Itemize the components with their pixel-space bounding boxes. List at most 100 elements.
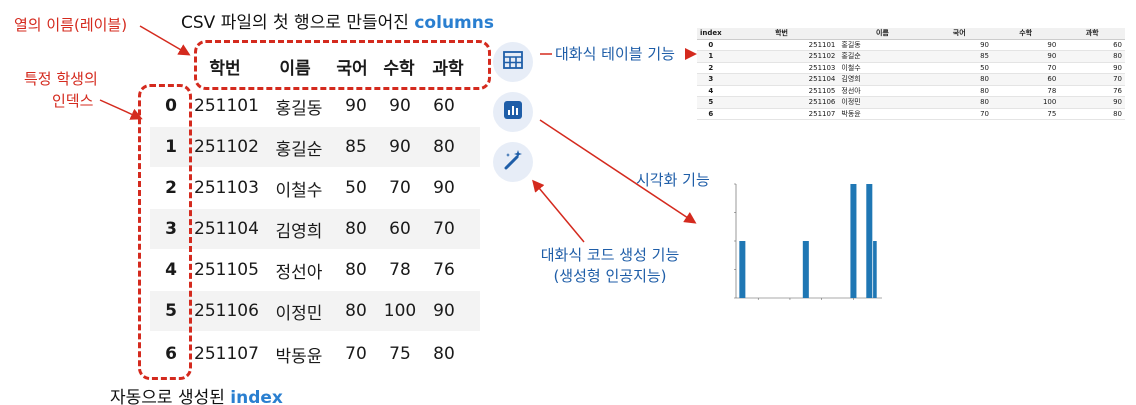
itable-row[interactable]: 1 251102 홍길순 85 90 80: [697, 50, 1125, 63]
itable-cell-id: 251101: [724, 39, 839, 51]
itable-cell-name: 김영희: [838, 73, 927, 86]
itable-header-id[interactable]: 학번: [724, 28, 839, 40]
cell-science: 80: [433, 344, 455, 364]
annotation-column-names: 열의 이름(레이블): [14, 16, 128, 34]
cell-korean: 80: [345, 301, 367, 321]
itable-cell-id: 251107: [724, 108, 839, 120]
itable-row[interactable]: 2 251103 이철수 50 70 90: [697, 62, 1125, 74]
cell-science: 70: [433, 219, 455, 239]
itable-cell-science: 70: [1059, 73, 1125, 86]
itable-cell-korean: 70: [926, 108, 993, 120]
itable-cell-math: 75: [992, 108, 1060, 120]
code-generation-button[interactable]: [493, 142, 533, 182]
cell-math: 90: [389, 96, 411, 116]
cell-id: 251105: [194, 260, 259, 280]
itable-header-index[interactable]: index: [697, 28, 725, 40]
chart-svg: [734, 183, 882, 300]
itable-cell-korean: 85: [926, 50, 993, 63]
dataframe-row: 1 251102 홍길순 85 90 80: [150, 127, 480, 167]
cell-science: 60: [433, 96, 455, 116]
row-index: 5: [165, 301, 177, 321]
itable-header-korean[interactable]: 국어: [926, 28, 993, 40]
itable-row[interactable]: 0 251101 홍길동 90 90 60: [697, 39, 1125, 51]
itable-cell-name: 박동윤: [838, 108, 927, 120]
table-icon: [503, 51, 523, 73]
cell-name: 홍길순: [275, 139, 323, 160]
itable-cell-math: 70: [992, 62, 1060, 74]
chart-bar: [850, 184, 857, 298]
itable-cell-name: 홍길동: [838, 39, 927, 51]
itable-row[interactable]: 6 251107 박동윤 70 75 80: [697, 108, 1125, 120]
itable-cell-korean: 80: [926, 96, 993, 109]
visualize-button[interactable]: [493, 92, 533, 132]
cell-math: 70: [389, 178, 411, 198]
cell-name: 김영희: [275, 221, 323, 242]
cell-name: 정선아: [275, 262, 323, 283]
cell-korean: 70: [345, 344, 367, 364]
itable-cell-science: 80: [1059, 108, 1125, 120]
itable-cell-korean: 80: [926, 73, 993, 86]
column-header-science: 과학: [432, 58, 464, 79]
cell-name: 이철수: [275, 180, 323, 201]
columns-keyword: columns: [414, 13, 494, 33]
column-header-math: 수학: [383, 58, 415, 79]
cell-korean: 90: [345, 96, 367, 116]
itable-cell-id: 251104: [724, 73, 839, 86]
cell-korean: 50: [345, 178, 367, 198]
itable-header-science[interactable]: 과학: [1059, 28, 1125, 40]
index-caption-text: 자동으로 생성된: [110, 388, 231, 405]
dataframe-row: 5 251106 이정민 80 100 90: [150, 291, 480, 331]
itable-row[interactable]: 5 251106 이정민 80 100 90: [697, 96, 1125, 109]
itable-cell-science: 76: [1059, 85, 1125, 97]
itable-cell-index: 6: [697, 108, 725, 120]
itable-header-name[interactable]: 이름: [838, 28, 927, 40]
itable-cell-id: 251106: [724, 96, 839, 109]
itable-header-math[interactable]: 수학: [992, 28, 1060, 40]
cell-name: 박동윤: [275, 346, 323, 367]
itable-cell-math: 60: [992, 73, 1060, 86]
cell-math: 100: [383, 301, 417, 321]
itable-cell-index: 1: [697, 50, 725, 63]
visualization-chart: [718, 172, 888, 310]
dataframe-row: 3 251104 김영희 80 60 70: [150, 209, 480, 249]
itable-cell-index: 4: [697, 85, 725, 97]
cell-korean: 80: [345, 219, 367, 239]
itable-cell-name: 홍길순: [838, 50, 927, 63]
itable-row[interactable]: 3 251104 김영희 80 60 70: [697, 73, 1125, 86]
row-index: 4: [165, 260, 177, 280]
cell-id: 251102: [194, 137, 259, 157]
index-caption: 자동으로 생성된 index: [110, 383, 283, 405]
cell-math: 90: [389, 137, 411, 157]
interactive-table-button[interactable]: [493, 42, 533, 82]
row-index: 2: [165, 178, 177, 198]
column-header-name: 이름: [279, 58, 311, 79]
cell-science: 90: [433, 301, 455, 321]
itable-cell-science: 90: [1059, 96, 1125, 109]
itable-cell-id: 251102: [724, 50, 839, 63]
row-index: 0: [165, 96, 177, 116]
cell-science: 76: [433, 260, 455, 280]
itable-cell-math: 90: [992, 39, 1060, 51]
itable-cell-id: 251103: [724, 62, 839, 74]
itable-cell-science: 60: [1059, 39, 1125, 51]
dataframe-row: 2 251103 이철수 50 70 90: [150, 168, 480, 208]
itable-cell-science: 80: [1059, 50, 1125, 63]
index-highlight-box: [138, 84, 192, 380]
itable-cell-index: 5: [697, 96, 725, 109]
cell-korean: 80: [345, 260, 367, 280]
itable-cell-math: 100: [992, 96, 1060, 109]
annotation-row-index-line2: 인덱스: [52, 92, 94, 110]
chart-bar: [866, 184, 873, 298]
itable-cell-math: 78: [992, 85, 1060, 97]
itable-row[interactable]: 4 251105 정선아 80 78 76: [697, 85, 1125, 97]
itable-cell-index: 0: [697, 39, 725, 51]
itable-cell-korean: 90: [926, 39, 993, 51]
annotation-row-index-line1: 특정 학생의: [24, 70, 98, 88]
itable-cell-index: 3: [697, 73, 725, 86]
interactive-table[interactable]: index 학번 이름 국어 수학 과학 0 251101 홍길동 90 90 …: [697, 28, 1125, 120]
cell-id: 251107: [194, 344, 259, 364]
dataframe-row: 0 251101 홍길동 90 90 60: [150, 86, 480, 126]
cell-id: 251106: [194, 301, 259, 321]
annotation-codegen-line1: 대화식 코드 생성 기능: [540, 246, 680, 264]
